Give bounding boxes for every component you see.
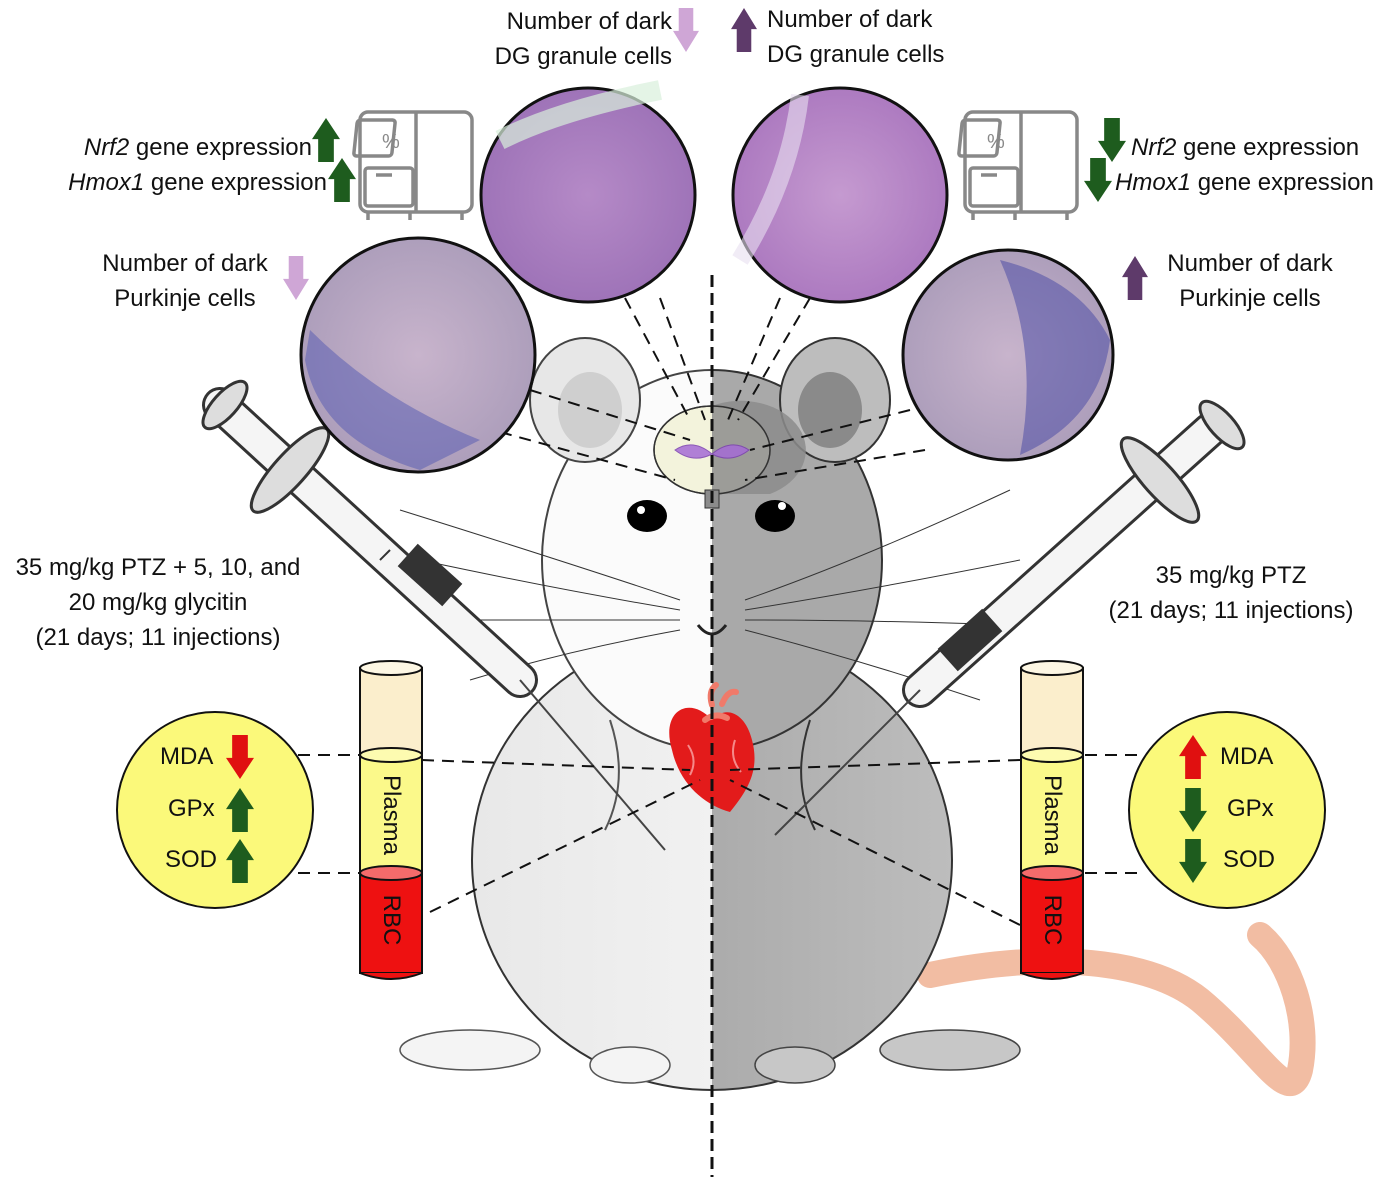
right-tube-plasma-label: Plasma bbox=[1039, 774, 1066, 856]
right-dg-label-line2: DG granule cells bbox=[767, 41, 945, 68]
right-mda-arrow-up-icon bbox=[1179, 735, 1207, 779]
right-dg-label-line1: Number of dark bbox=[767, 6, 933, 33]
right-gene-arrow-down-icon bbox=[1098, 118, 1126, 162]
right-treatment-line2: (21 days; 11 injections) bbox=[1108, 597, 1354, 624]
histology-dg-right bbox=[731, 86, 949, 304]
left-gene-arrow-up-icon bbox=[328, 158, 356, 202]
left-treatment-label: 35 mg/kg PTZ + 5, 10, and 20 mg/kg glyci… bbox=[0, 550, 316, 655]
left-dg-label-line2: DG granule cells bbox=[494, 43, 672, 70]
left-biomarker-gpx: GPx bbox=[168, 795, 215, 822]
right-treatment-line1: 35 mg/kg PTZ bbox=[1155, 562, 1307, 589]
right-biomarker-mda: MDA bbox=[1220, 743, 1274, 770]
histology-purkinje-right bbox=[901, 248, 1115, 462]
qpcr-instrument-icon-right bbox=[957, 110, 1079, 220]
gene-label-suffix: gene expression bbox=[1191, 169, 1374, 196]
right-purkinje-line2: Purkinje cells bbox=[1179, 285, 1321, 312]
rat-nose bbox=[696, 624, 728, 636]
right-purkinje-line1: Number of dark bbox=[1167, 250, 1333, 277]
percent-glyph: % bbox=[987, 131, 1005, 153]
right-biomarker-sod: SOD bbox=[1223, 846, 1276, 873]
right-treatment-label: 35 mg/kg PTZ (21 days; 11 injections) bbox=[1090, 558, 1372, 628]
rat-right-half bbox=[712, 337, 1021, 1091]
gene-label-suffix: gene expression bbox=[1176, 134, 1360, 161]
right-gene-arrow-down-icon bbox=[1084, 158, 1112, 202]
right-gene-nrf2: Nrf2 gene expression bbox=[1131, 130, 1359, 165]
right-gpx-arrow-down-icon bbox=[1179, 788, 1207, 832]
left-treatment-line3: (21 days; 11 injections) bbox=[35, 624, 281, 651]
biomarker-circle-left bbox=[116, 711, 314, 909]
rat-eye-right bbox=[755, 500, 795, 532]
left-sod-arrow-up-icon bbox=[226, 839, 254, 883]
heart-icon bbox=[669, 682, 755, 812]
histology-purkinje-left bbox=[299, 236, 537, 474]
gene-name: Hmox1 bbox=[68, 169, 145, 196]
left-dg-label: Number of dark DG granule cells bbox=[440, 4, 672, 74]
left-purkinje-label: Number of dark Purkinje cells bbox=[85, 246, 285, 316]
left-gene-nrf2: Nrf2 gene expression bbox=[0, 130, 312, 165]
syringe-left bbox=[201, 379, 666, 851]
left-gene-hmox1: Hmox1 gene expression bbox=[0, 165, 327, 200]
left-biomarker-sod: SOD bbox=[165, 846, 218, 873]
left-tube-rbc-label: RBC bbox=[378, 894, 405, 946]
left-treatment-line2: 20 mg/kg glycitin bbox=[68, 589, 248, 616]
connector-lines bbox=[298, 297, 1138, 926]
blood-tube-right bbox=[1020, 660, 1084, 980]
gene-name: Hmox1 bbox=[1115, 169, 1192, 196]
blood-tube-left bbox=[359, 660, 423, 980]
left-purkinje-arrow-down-icon bbox=[283, 256, 309, 300]
right-gene-hmox1: Hmox1 gene expression bbox=[1115, 165, 1374, 200]
left-treatment-line1: 35 mg/kg PTZ + 5, 10, and bbox=[15, 554, 301, 581]
right-dg-label: Number of dark DG granule cells bbox=[767, 2, 944, 72]
right-biomarker-gpx: GPx bbox=[1227, 795, 1274, 822]
left-purkinje-line1: Number of dark bbox=[102, 250, 268, 277]
qpcr-instrument-icon-left bbox=[352, 110, 474, 220]
left-biomarker-mda: MDA bbox=[160, 743, 214, 770]
gene-label-suffix: gene expression bbox=[129, 134, 312, 161]
left-gpx-arrow-up-icon bbox=[226, 788, 254, 832]
left-purkinje-line2: Purkinje cells bbox=[114, 285, 256, 312]
syringe-right bbox=[774, 399, 1246, 836]
percent-glyph: % bbox=[382, 131, 400, 153]
gene-label-suffix: gene expression bbox=[144, 169, 327, 196]
right-dg-arrow-up-icon bbox=[731, 8, 757, 52]
gene-name: Nrf2 bbox=[83, 134, 130, 161]
arrows-layer bbox=[226, 8, 1207, 883]
biomarker-circle-right bbox=[1128, 711, 1326, 909]
left-gene-arrow-up-icon bbox=[312, 118, 340, 162]
right-purkinje-arrow-up-icon bbox=[1122, 256, 1148, 300]
left-tube-plasma-label: Plasma bbox=[378, 774, 405, 856]
right-tube-rbc-label: RBC bbox=[1039, 894, 1066, 946]
right-sod-arrow-down-icon bbox=[1179, 839, 1207, 883]
left-mda-arrow-down-icon bbox=[226, 735, 254, 779]
gene-name: Nrf2 bbox=[1131, 134, 1177, 161]
rat-eye-left bbox=[627, 500, 667, 532]
left-dg-arrow-down-icon bbox=[673, 8, 699, 52]
left-dg-label-line1: Number of dark bbox=[506, 8, 672, 35]
histology-dg-left bbox=[479, 80, 697, 304]
right-purkinje-label: Number of dark Purkinje cells bbox=[1150, 246, 1350, 316]
rat-left-half bbox=[399, 337, 712, 1091]
